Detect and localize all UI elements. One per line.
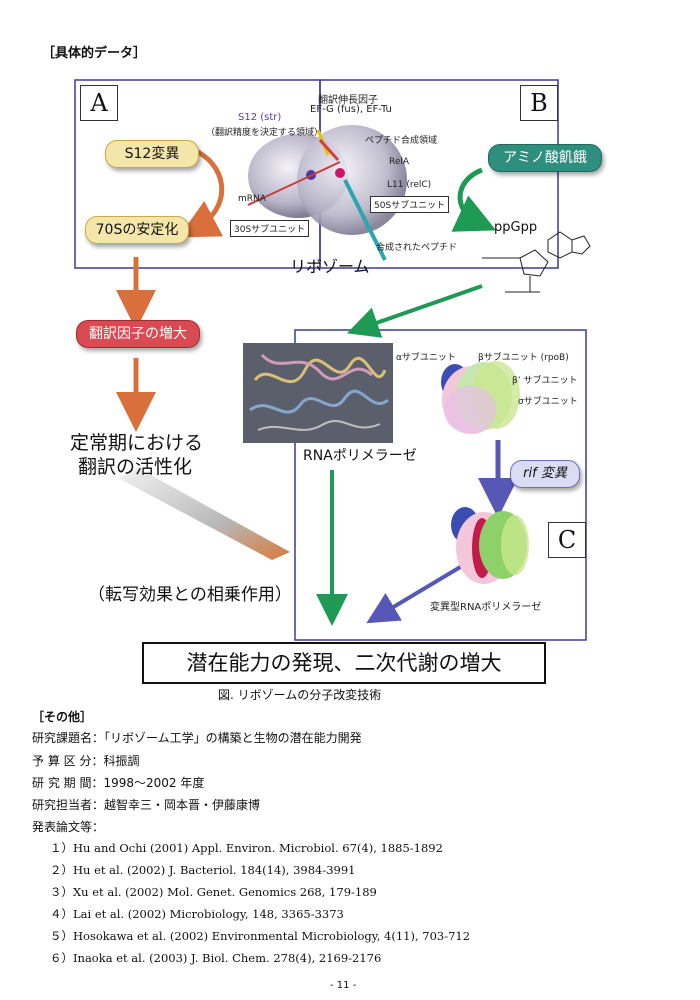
elongation-factor-line2: EF-G (fus), EF-Tu <box>310 104 392 115</box>
arrow-mutant-to-conclusion <box>366 564 464 624</box>
l11-label: L11 (relC) <box>387 180 432 190</box>
conclusion-box: 潜在能力の発現、二次代謝の増大 <box>142 642 546 684</box>
elongation-factor-line1: 翻訳伸長因子 <box>318 95 378 106</box>
translation-factor-pill: 翻訳因子の増大 <box>76 320 200 348</box>
paper-item: ６）Inaoka et al. (2003) J. Biol. Chem. 27… <box>50 951 382 965</box>
period-label: 研 究 期 間： <box>32 776 104 790</box>
box-a-label: A <box>80 85 118 121</box>
rela-label: RelA <box>389 157 410 167</box>
peptide-strand <box>343 179 387 261</box>
staff-row: 研究担当者：越智幸三・岡本晋・伊藤康博 <box>32 796 260 813</box>
s12-desc: （翻訳精度を決定する領域） <box>206 128 324 138</box>
mrna-label: mRNA <box>238 194 266 204</box>
stationary-phase-line1: 定常期における <box>70 432 204 454</box>
budget-value: 科振調 <box>103 754 140 768</box>
synthesized-peptide-label: 合成されたペプチド <box>376 243 458 253</box>
page-number: - 11 - <box>330 980 357 991</box>
box-c-label: C <box>548 522 586 558</box>
rela-site <box>335 168 345 178</box>
ppgpp-structure <box>482 231 591 293</box>
mutant-rnap-drawing <box>451 507 529 584</box>
arrow-s12-to-70s <box>178 149 225 238</box>
paper-item: ２）Hu et al. (2002) J. Bacteriol. 184(14)… <box>50 863 356 877</box>
amino-acid-starvation-pill: アミノ酸飢餓 <box>488 144 602 172</box>
section-title: ［具体的データ］ <box>42 46 147 61</box>
box-c-frame <box>294 329 587 641</box>
period-value: 1998〜2002 年度 <box>103 776 205 790</box>
synergy-label: （転写効果との相乗作用） <box>88 585 292 605</box>
subunit-30s-label: 30Sサブユニット <box>230 220 310 237</box>
stationary-phase-line2: 翻訳の活性化 <box>78 456 193 478</box>
s12-label: S12 (str) <box>238 112 282 123</box>
ribosome-label: リボゾーム <box>290 257 370 276</box>
arrow-starvation-to-ppgpp <box>451 167 497 232</box>
papers-label: 発表論文等： <box>32 820 105 834</box>
paper-item: ３）Xu et al. (2002) Mol. Genet. Genomics … <box>50 885 377 899</box>
paper-item: １）Hu and Ochi (2001) Appl. Environ. Micr… <box>50 841 443 855</box>
stabilization-70s-pill: 70Sの安定化 <box>85 216 189 244</box>
rnap-subunit-drawing <box>441 361 520 434</box>
subunit-50s-label: 50Sサブユニット <box>370 196 450 213</box>
project-title-value: 「リボゾーム工学」の構築と生物の潜在能力開発 <box>104 731 362 745</box>
beta-subunit-label: βサブユニット (rpoB) <box>478 353 569 363</box>
box-b-label: B <box>520 85 558 121</box>
paper-item: ５）Hosokawa et al. (2002) Environmental M… <box>50 929 471 943</box>
rif-mutation-pill: rif 変異 <box>510 460 580 488</box>
project-title-label: 研究課題名： <box>32 731 105 745</box>
budget-label: 予 算 区 分： <box>32 754 104 768</box>
paper-item: ４）Lai et al. (2002) Microbiology, 148, 3… <box>50 907 344 921</box>
other-heading: ［その他］ <box>32 710 93 724</box>
ppgpp-label: ppGpp <box>494 220 538 235</box>
staff-label: 研究担当者： <box>32 798 105 812</box>
mrna-strand <box>247 161 341 206</box>
figure-graphics <box>74 79 591 641</box>
arrow-ppgpp-to-rnap <box>346 284 483 338</box>
alpha-subunit-label: αサブユニット <box>396 353 456 363</box>
s12-mutation-pill: S12変異 <box>105 140 199 168</box>
wedge-arrow <box>118 468 290 560</box>
period-row: 研 究 期 間：1998〜2002 年度 <box>32 774 204 791</box>
budget-row: 予 算 区 分：科振調 <box>32 752 139 769</box>
figure-caption: 図. リボゾームの分子改変技術 <box>218 688 382 702</box>
beta-prime-subunit-label: β’ サブユニット <box>512 376 578 386</box>
ef-marker-2 <box>318 138 340 162</box>
peptide-region-label: ペプチド合成領域 <box>365 136 438 146</box>
rna-polymerase-label: RNAポリメラーゼ <box>303 448 417 464</box>
mutant-rnap-label: 変異型RNAポリメラーゼ <box>430 602 542 613</box>
staff-value: 越智幸三・岡本晋・伊藤康博 <box>104 798 261 812</box>
sigma-subunit-label: σサブユニット <box>518 397 578 407</box>
rnap-structure-ribbons <box>249 353 389 431</box>
project-title-row: 研究課題名：「リボゾーム工学」の構築と生物の潜在能力開発 <box>32 729 362 746</box>
